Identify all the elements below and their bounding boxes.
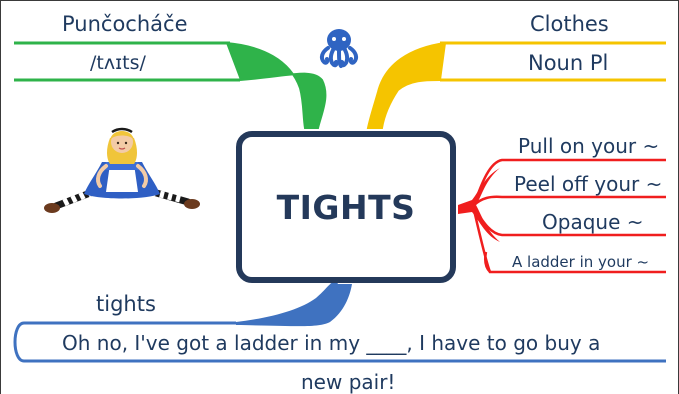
example-answer: tights: [96, 292, 156, 316]
red-branch-connector: [458, 168, 500, 242]
frame-border-top: [0, 0, 679, 1]
red-branch-line-1: [472, 158, 666, 206]
collocation-item: A ladder in your ~: [512, 253, 650, 271]
example-sentence-line-2: new pair!: [301, 370, 396, 394]
frame-border-left: [0, 0, 1, 394]
yellow-branch-connector: [366, 41, 447, 129]
central-topic: TIGHTS: [236, 131, 456, 283]
octopus-icon: [319, 29, 359, 68]
example-sentence-line-1: Oh no, I've got a ladder in my ____, I h…: [62, 331, 601, 355]
blue-branch-frame: [13, 321, 666, 363]
blue-branch-connector: [236, 281, 352, 327]
red-branch-line-2: [473, 195, 666, 206]
pronunciation: /tʌɪts/: [90, 52, 146, 74]
central-topic-label: TIGHTS: [276, 187, 416, 227]
translation-word: Punčocháče: [62, 12, 188, 36]
alice-in-tights-illustration: [44, 127, 200, 213]
collocation-item: Opaque ~: [542, 210, 644, 234]
collocation-item: Peel off your ~: [514, 172, 663, 196]
collocation-item: Pull on your ~: [518, 134, 660, 158]
category-label: Clothes: [530, 12, 609, 36]
green-branch-connector: [225, 42, 327, 129]
red-branch-line-4-end: [483, 251, 491, 273]
part-of-speech-label: Noun Pl: [528, 51, 609, 75]
red-branch-line-3: [472, 207, 666, 237]
